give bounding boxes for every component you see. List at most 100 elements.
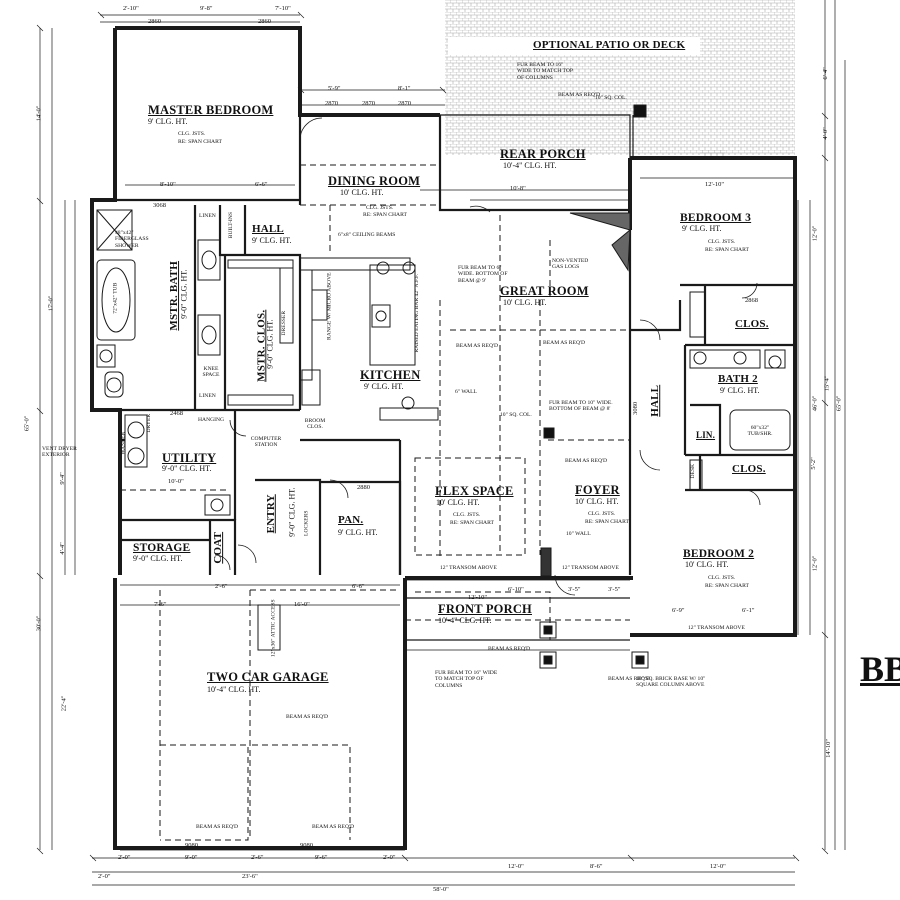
dim-garage-door-0: 9080 <box>185 842 198 849</box>
vent-dryer-note: VENT DRYER EXTERIOR <box>42 446 77 459</box>
dining-ht: 10' CLG. HT. <box>340 188 384 197</box>
dim-right-3: 15'-4" <box>823 375 831 392</box>
dim-misc-3: 10'-0" <box>168 478 184 485</box>
dim-topdoor-0: 2860 <box>148 18 161 25</box>
dim-misc-8: 2468 <box>170 410 183 417</box>
sq-col-mid: 10" SQ. COL. <box>500 412 532 418</box>
dining-note1: CLG. JSTS. <box>366 205 394 211</box>
patio-label: OPTIONAL PATIO OR DECK <box>533 39 686 51</box>
dim-misc-11: 2880 <box>357 484 370 491</box>
dim-right-6: 14'-10" <box>825 738 833 758</box>
broom-label: BROOM CLOS. <box>304 418 326 431</box>
beam-reqd-great: BEAM AS REQ'D <box>543 340 586 346</box>
dim-misc-4: 7'-6" <box>154 601 167 608</box>
bedroom2-ht: 10' CLG. HT. <box>685 560 729 569</box>
great-room-ht: 10' CLG. HT. <box>503 298 547 307</box>
entry-label: ENTRY <box>264 494 277 534</box>
dim-bottom1-6: 8'-6" <box>590 863 603 870</box>
attic-access-label: 12"x36" ATTIC ACCESS <box>270 599 277 658</box>
garage-ht: 10'-4" CLG. HT. <box>207 685 261 694</box>
ceiling-beams-note: 6"x8" CEILING BEAMS <box>338 232 396 238</box>
dim-misc-17: 6'-10" <box>508 586 524 593</box>
dim-left-5: 30'-0" <box>35 615 43 632</box>
master-bedroom-ht: 9' CLG. HT. <box>148 117 188 126</box>
six-wall-label: 6" WALL <box>455 389 477 395</box>
fur-beam-porch-note: FUR BEAM TO 16" WIDE TO MATCH TOP OF COL… <box>435 670 498 689</box>
bedroom2-note1: CLG. JSTS. <box>708 575 736 581</box>
transom-bedroom2: 12" TRANSOM ABOVE <box>688 625 745 631</box>
tub-shower-label: 60"x32" TUB/SHR. <box>747 425 773 438</box>
bath2-label: BATH 2 <box>718 373 758 385</box>
beam-reqd-garage-2: BEAM AS REQ'D <box>196 824 239 830</box>
fur-beam-10-note: FUR BEAM TO 10" WIDE. BOTTOM OF BEAM @ 8… <box>549 400 613 413</box>
dim-right-5: 12'-0" <box>811 555 819 572</box>
utility-ht: 9'-0" CLG. HT. <box>162 464 212 473</box>
storage-label: STORAGE <box>133 542 191 554</box>
dim-misc-12: 12'-10" <box>705 181 724 188</box>
master-bedroom-note2: RE: SPAN CHART <box>178 139 222 145</box>
fur-beam-6-note: FUR BEAM TO 6" WIDE. BOTTOM OF BEAM @ 9' <box>458 265 508 284</box>
dim-top2-1: 8'-1" <box>398 85 411 92</box>
dim-misc-2: 3068 <box>153 202 166 209</box>
dim-misc-6: 2'-6" <box>215 583 228 590</box>
flex-label: FLEX SPACE <box>435 484 514 498</box>
gas-logs-label: NON-VENTED GAS LOGS <box>552 258 589 271</box>
mstr-bath-ht: 9'-0" CLG. HT. <box>179 269 189 319</box>
dim-topdoor-1: 2860 <box>258 18 271 25</box>
dim-top3-1: 2870 <box>362 100 375 107</box>
great-room-label: GREAT ROOM <box>500 284 589 298</box>
bedroom3-note1: CLG. JSTS. <box>708 239 736 245</box>
plan-title-fragment: BB <box>860 649 900 689</box>
dim-bottom1-0: 2'-0" <box>118 854 131 861</box>
hall1-label: HALL <box>252 223 284 235</box>
rear-porch-label: REAR PORCH <box>500 147 586 161</box>
front-porch-label: FRONT PORCH <box>438 602 532 616</box>
dim-bottom1-1: 9'-0" <box>185 854 198 861</box>
sq-col-top: 10" SQ. COL. <box>595 95 627 101</box>
dimension-ticks <box>36 11 829 862</box>
dim-right-1: 4'-0" <box>821 127 829 140</box>
shower-label: 48"x42" FIBERGLASS SHOWER <box>115 230 149 249</box>
dining-label: DINING ROOM <box>328 174 421 188</box>
dim-misc-7: 6'-6" <box>352 583 365 590</box>
foyer-ht: 10' CLG. HT. <box>575 497 619 506</box>
dim-left-2: 9'-4" <box>58 472 66 485</box>
beam-reqd-foyer: BEAM AS REQ'D <box>565 458 608 464</box>
dimension-lines <box>39 0 846 886</box>
bedroom2-note2: RE: SPAN CHART <box>705 583 749 589</box>
dim-top-1: 9'-8" <box>200 5 213 12</box>
dim-right-2: 12'-0" <box>811 225 819 242</box>
transom-foyer: 12" TRANSOM ABOVE <box>562 565 619 571</box>
dim-top-2: 7'-10" <box>275 5 291 12</box>
patio-hatch <box>445 0 795 155</box>
beam-reqd-porch2: BEAM AS REQ'D <box>608 676 651 682</box>
bath2-ht: 9' CLG. HT. <box>720 386 760 395</box>
storage-ht: 9'-0" CLG. HT. <box>133 554 183 563</box>
beam-reqd-porch: BEAM AS REQ'D <box>488 646 531 652</box>
tub-label: 72"x42" TUB <box>112 282 119 314</box>
foyer-label: FOYER <box>575 483 620 497</box>
dim-garage-door-1: 9080 <box>300 842 313 849</box>
dim-top3-2: 2870 <box>398 100 411 107</box>
dim-left-1: 17'-0" <box>47 295 55 312</box>
dim-bottom1-2: 2'-6" <box>251 854 264 861</box>
clos2-label: CLOS. <box>732 463 766 475</box>
dim-top-0: 2'-10" <box>123 5 139 12</box>
beam-reqd-garage: BEAM AS REQ'D <box>286 714 329 720</box>
master-bedroom-label: MASTER BEDROOM <box>148 103 274 117</box>
knee-space-label: KNEE SPACE <box>202 366 220 379</box>
hanging-label: HANGING <box>198 417 225 423</box>
dim-left-0: 14'-0" <box>35 105 43 122</box>
desk-label: DESK <box>690 463 697 479</box>
computer-station-label: COMPUTER STATION <box>250 436 282 449</box>
mstr-clos-ht: 9'-0" CLG. HT. <box>265 319 275 369</box>
pan-label: PAN. <box>338 514 364 526</box>
linen-label-2: LINEN <box>199 393 216 399</box>
fur-beam-note-top: FUR BEAM TO 16" WIDE TO MATCH TOP OF COL… <box>517 62 573 81</box>
bedroom3-label: BEDROOM 3 <box>680 212 752 224</box>
transom-flex: 12" TRANSOM ABOVE <box>440 565 497 571</box>
dim-left-4: 22'-4" <box>60 695 68 712</box>
dim-misc-16: 12'-10" <box>468 594 487 601</box>
dresser-label: DRESSER <box>281 310 288 336</box>
kitchen-ht: 9' CLG. HT. <box>364 382 404 391</box>
